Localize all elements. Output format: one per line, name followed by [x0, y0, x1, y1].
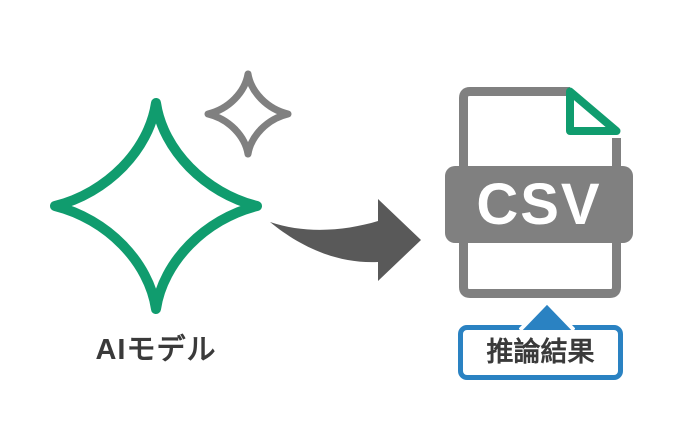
page-outline [459, 87, 621, 298]
page-fold-corner-icon [566, 87, 621, 135]
sparkle-icon [50, 98, 262, 314]
csv-file-icon [459, 87, 621, 298]
ai-model-label: AIモデル [95, 334, 217, 366]
curved-arrow-right-icon [270, 199, 421, 281]
triangle-up-pointer-icon [519, 300, 575, 332]
csv-banner: CSV [445, 166, 633, 243]
small-sparkle-icon [204, 70, 292, 158]
inference-result-callout: 推論結果 [458, 325, 623, 380]
csv-banner-label: CSV [476, 171, 602, 237]
inference-result-label: 推論結果 [486, 337, 595, 367]
